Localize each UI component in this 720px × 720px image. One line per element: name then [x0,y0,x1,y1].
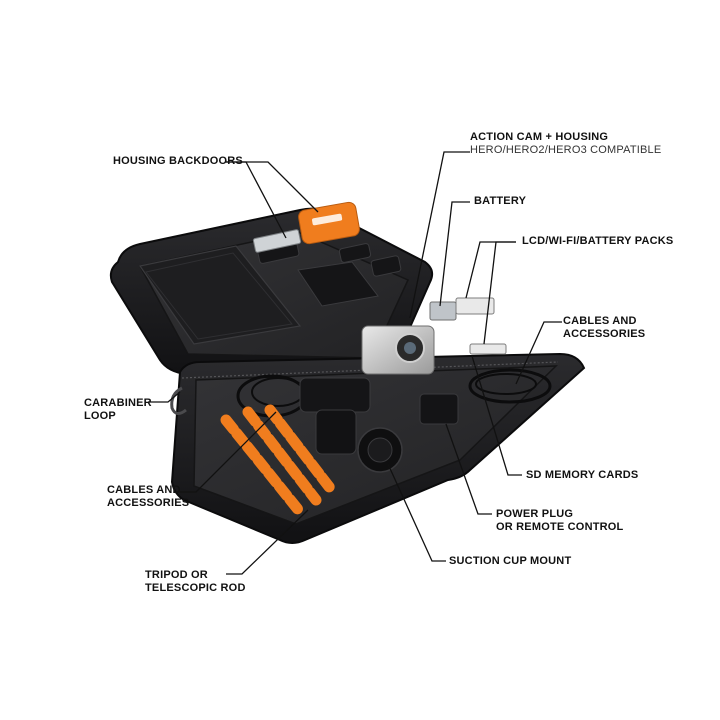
callout-cables-right-line1: CABLES AND [563,315,637,327]
case-lid [109,201,434,380]
callout-cables-left: CABLES AND ACCESSORIES [107,484,189,510]
callout-battery: BATTERY [474,195,526,208]
callout-carabiner: CARABINER LOOP [84,397,152,423]
callout-tripod-line2: TELESCOPIC ROD [145,582,246,594]
callout-cables-left-line2: ACCESSORIES [107,497,190,509]
callout-action-cam-title: ACTION CAM + HOUSING [470,131,609,143]
leader-lines [148,151,562,575]
callout-suction-cup: SUCTION CUP MOUNT [449,555,571,568]
callout-cables-right-line2: ACCESSORIES [563,328,646,340]
callout-lcd-packs: LCD/WI-FI/BATTERY PACKS [522,235,673,248]
callout-carabiner-line1: CARABINER [84,397,152,409]
callout-sd-cards: SD MEMORY CARDS [526,469,638,482]
callout-sd-cards-text: SD MEMORY CARDS [526,469,639,481]
callout-power-plug-line1: POWER PLUG [496,508,574,520]
callout-action-cam-compat: HERO/HERO2/HERO3 COMPATIBLE [470,144,662,156]
case-base [170,297,586,544]
callout-battery-text: BATTERY [474,195,527,207]
callout-housing-backdoors-text: HOUSING BACKDOORS [113,155,243,167]
callout-suction-cup-text: SUCTION CUP MOUNT [449,555,572,567]
callout-cables-left-line1: CABLES AND [107,484,181,496]
callout-power-plug-line2: OR REMOTE CONTROL [496,521,624,533]
callout-carabiner-line2: LOOP [84,410,116,422]
callout-tripod-line1: TRIPOD OR [145,569,208,581]
callout-housing-backdoors: HOUSING BACKDOORS [113,155,243,168]
callout-action-cam: ACTION CAM + HOUSING HERO/HERO2/HERO3 CO… [470,131,661,157]
callout-tripod: TRIPOD OR TELESCOPIC ROD [145,569,246,595]
callout-lcd-packs-text: LCD/WI-FI/BATTERY PACKS [522,235,674,247]
callout-cables-right: CABLES AND ACCESSORIES [563,315,645,341]
callout-power-plug: POWER PLUG OR REMOTE CONTROL [496,508,623,534]
